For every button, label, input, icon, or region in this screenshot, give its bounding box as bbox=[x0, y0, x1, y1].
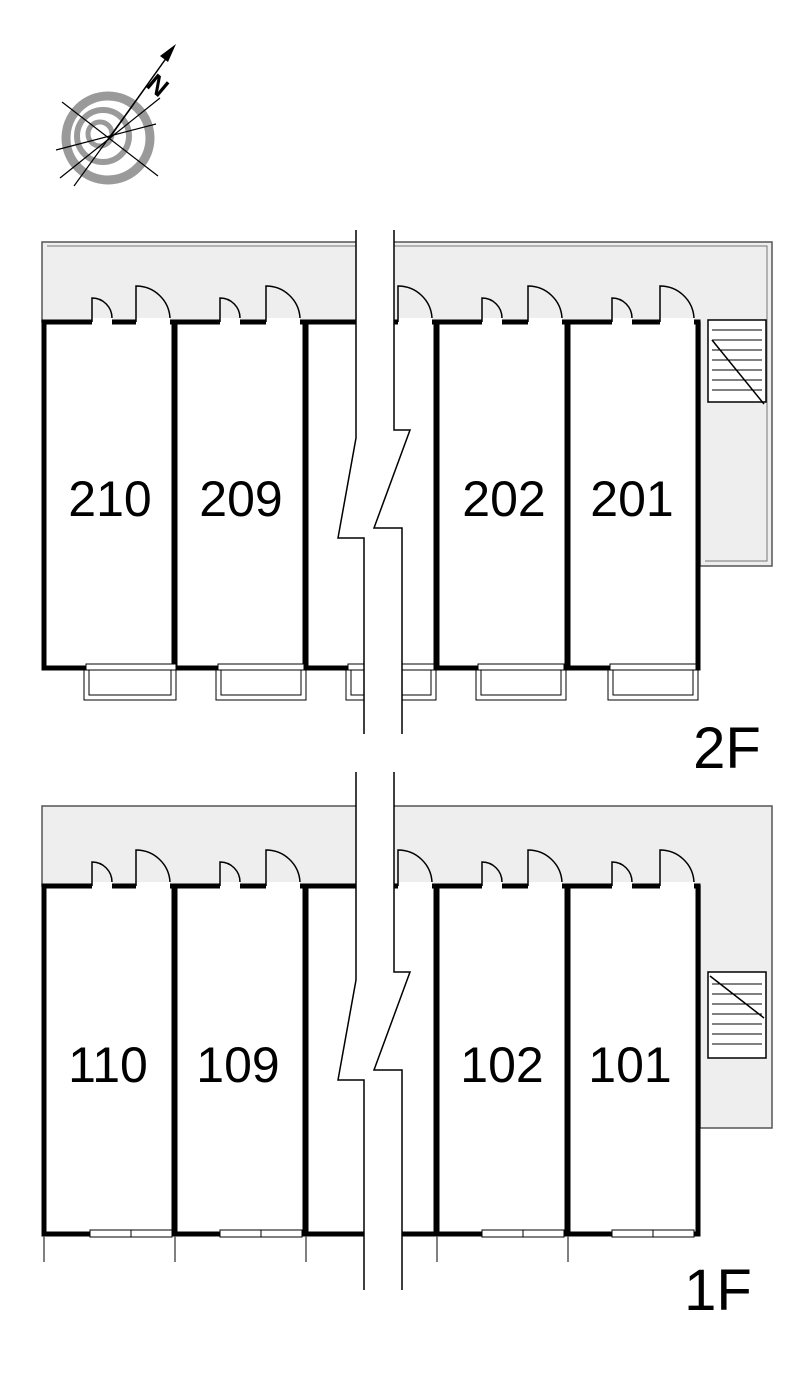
room-102-label: 102 bbox=[460, 1037, 543, 1093]
compass-icon: N bbox=[55, 44, 176, 187]
room-110-label: 110 bbox=[68, 1037, 148, 1093]
doors bbox=[91, 849, 695, 890]
wall-extensions bbox=[43, 1236, 569, 1262]
room-210-label: 210 bbox=[68, 471, 151, 527]
staircase bbox=[707, 971, 767, 1059]
floor-2f: 210 209 202 201 2F bbox=[41, 230, 773, 781]
floor-1f: 110 109 102 101 1F bbox=[41, 772, 773, 1323]
break-line bbox=[337, 772, 412, 1290]
room-101-label: 101 bbox=[588, 1037, 671, 1093]
break-line bbox=[337, 230, 412, 734]
room-outlines bbox=[41, 883, 701, 1237]
room-202-label: 202 bbox=[462, 471, 545, 527]
room-209-label: 209 bbox=[199, 471, 282, 527]
floor-label-1f: 1F bbox=[684, 1258, 752, 1323]
room-109-label: 109 bbox=[196, 1037, 279, 1093]
compass-north-letter: N bbox=[141, 68, 175, 103]
doors bbox=[91, 285, 695, 326]
room-201-label: 201 bbox=[590, 471, 673, 527]
staircase bbox=[707, 319, 767, 405]
windows bbox=[89, 1229, 695, 1238]
floor-label-2f: 2F bbox=[693, 716, 761, 781]
